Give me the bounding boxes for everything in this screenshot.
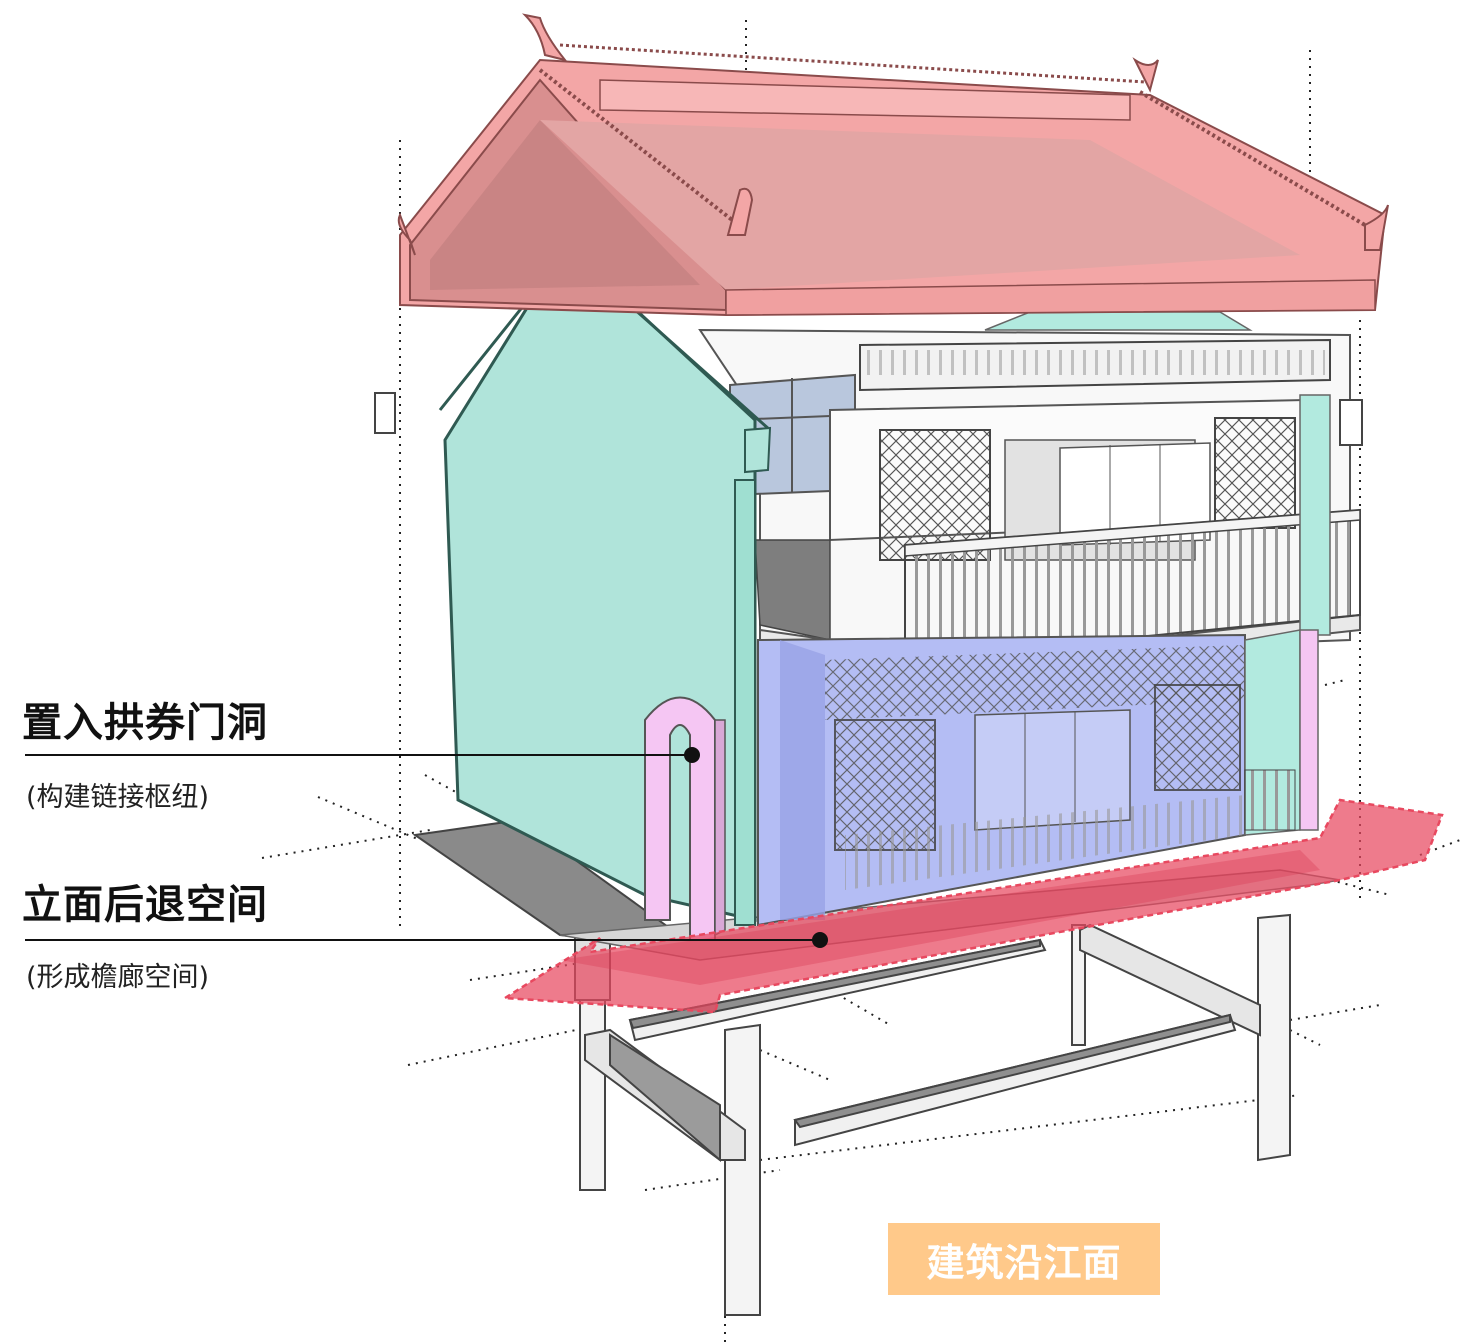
ground-floor-volume <box>757 629 1319 927</box>
direction-arrow-icon <box>501 798 1444 1014</box>
arch-annotation-title: 置入拱券门洞 <box>22 700 268 746</box>
badge-label: 建筑沿江面 <box>926 1240 1122 1285</box>
facade-annotation-subtitle: (形成檐廊空间) <box>26 962 210 993</box>
riverside-facade-badge: 建筑沿江面 <box>888 1223 1160 1295</box>
upper-floor-volume <box>374 311 1363 682</box>
gable-roof <box>397 13 1389 317</box>
arch-annotation-subtitle: (构建链接枢纽) <box>26 782 210 813</box>
facade-annotation-title: 立面后退空间 <box>22 882 268 928</box>
facade-leader-dot <box>812 932 828 948</box>
pillar-frame <box>574 913 1291 1316</box>
arch-leader-dot <box>684 747 700 763</box>
